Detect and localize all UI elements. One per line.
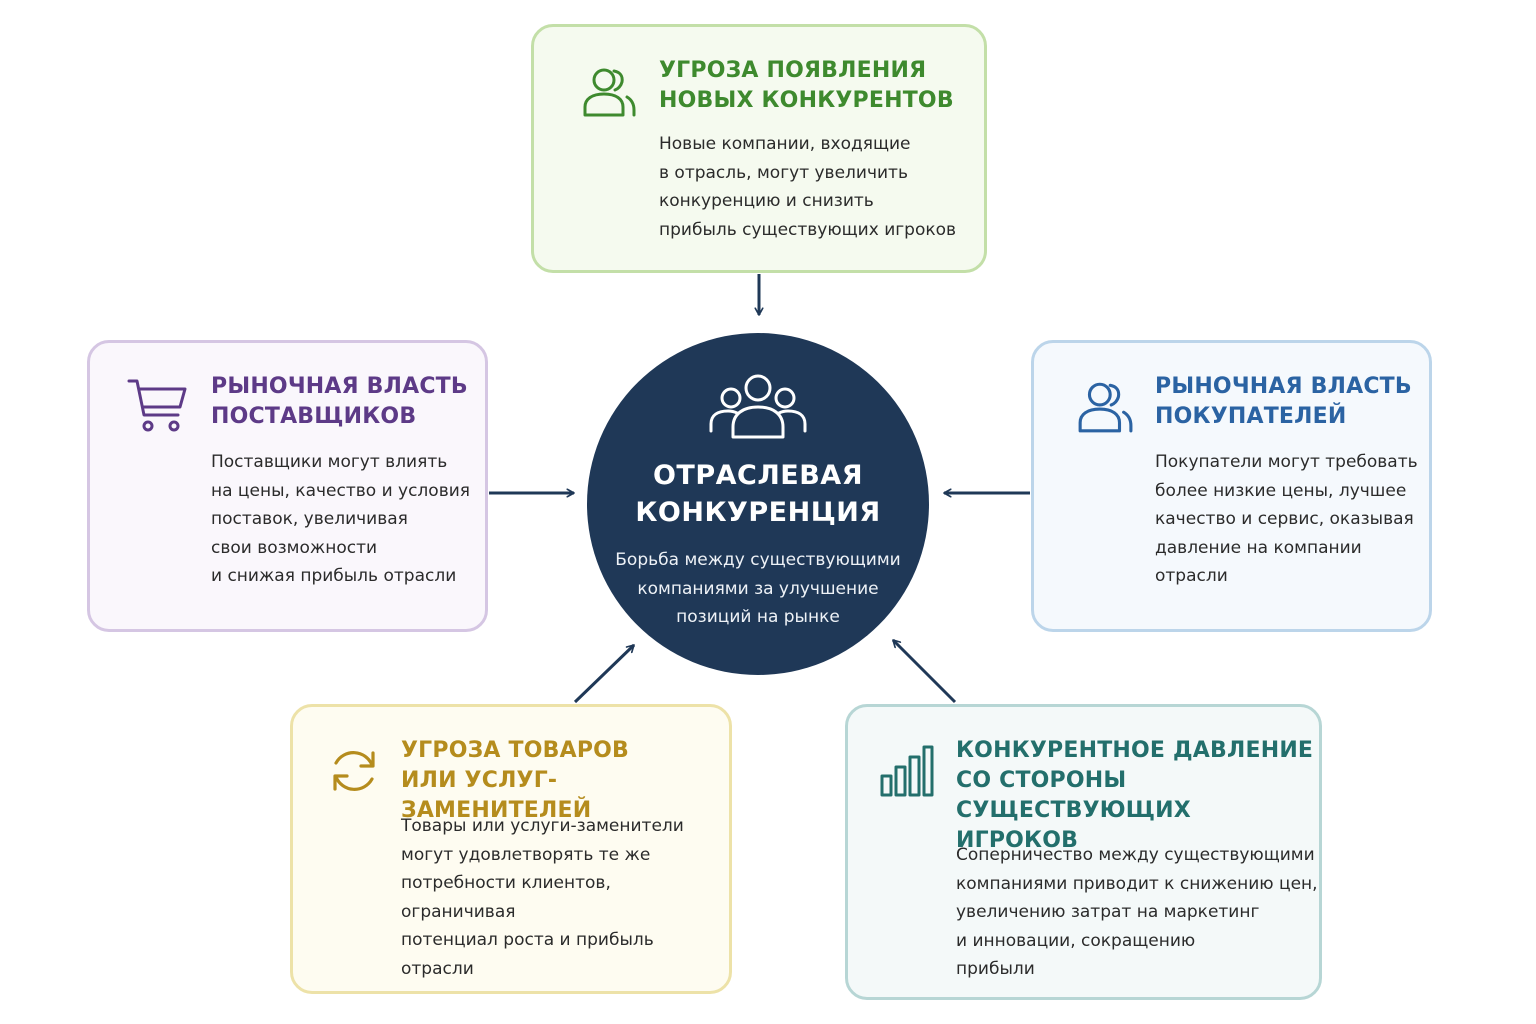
bar-chart-icon (880, 745, 934, 797)
card-buyers: РЫНОЧНАЯ ВЛАСТЬ ПОКУПАТЕЛЕЙ Покупатели м… (1031, 340, 1432, 632)
card-substitutes: УГРОЗА ТОВАРОВ ИЛИ УСЛУГ-ЗАМЕНИТЕЛЕЙ Тов… (290, 704, 732, 994)
card-description: Соперничество между существующими компан… (956, 845, 1318, 979)
card-description: Поставщики могут влиять на цены, качеств… (211, 452, 470, 586)
card-title: РЫНОЧНАЯ ВЛАСТЬ ПОКУПАТЕЛЕЙ (1155, 374, 1412, 429)
new-user-icon (583, 68, 636, 117)
card-new-entrants: УГРОЗА ПОЯВЛЕНИЯ НОВЫХ КОНКУРЕНТОВ Новые… (531, 24, 987, 273)
card-description: Товары или услуги-заменители могут удовл… (401, 816, 684, 979)
arrow-rivalry (891, 638, 957, 704)
people-group-icon (709, 374, 807, 439)
card-title: УГРОЗА ПОЯВЛЕНИЯ НОВЫХ КОНКУРЕНТОВ (659, 58, 954, 113)
center-title: ОТРАСЛЕВАЯ КОНКУРЕНЦИЯ (635, 460, 881, 528)
card-title: КОНКУРЕНТНОЕ ДАВЛЕНИЕ СО СТОРОНЫ СУЩЕСТВ… (956, 738, 1314, 853)
card-title: РЫНОЧНАЯ ВЛАСТЬ ПОСТАВЩИКОВ (211, 374, 468, 429)
refresh-icon (333, 751, 375, 791)
center-subtitle: Борьба между существующими компаниями за… (615, 550, 901, 627)
shopping-cart-icon (127, 379, 187, 432)
card-title: УГРОЗА ТОВАРОВ ИЛИ УСЛУГ-ЗАМЕНИТЕЛЕЙ (401, 738, 630, 823)
arrow-substitutes (573, 643, 636, 704)
card-suppliers: РЫНОЧНАЯ ВЛАСТЬ ПОСТАВЩИКОВ Поставщики м… (87, 340, 488, 632)
card-rivalry: КОНКУРЕНТНОЕ ДАВЛЕНИЕ СО СТОРОНЫ СУЩЕСТВ… (845, 704, 1322, 1000)
center-circle: ОТРАСЛЕВАЯ КОНКУРЕНЦИЯ Борьба между суще… (587, 333, 929, 675)
card-description: Покупатели могут требовать более низкие … (1155, 452, 1418, 586)
buyers-icon (1078, 382, 1133, 433)
card-description: Новые компании, входящие в отрасль, могу… (659, 134, 957, 240)
